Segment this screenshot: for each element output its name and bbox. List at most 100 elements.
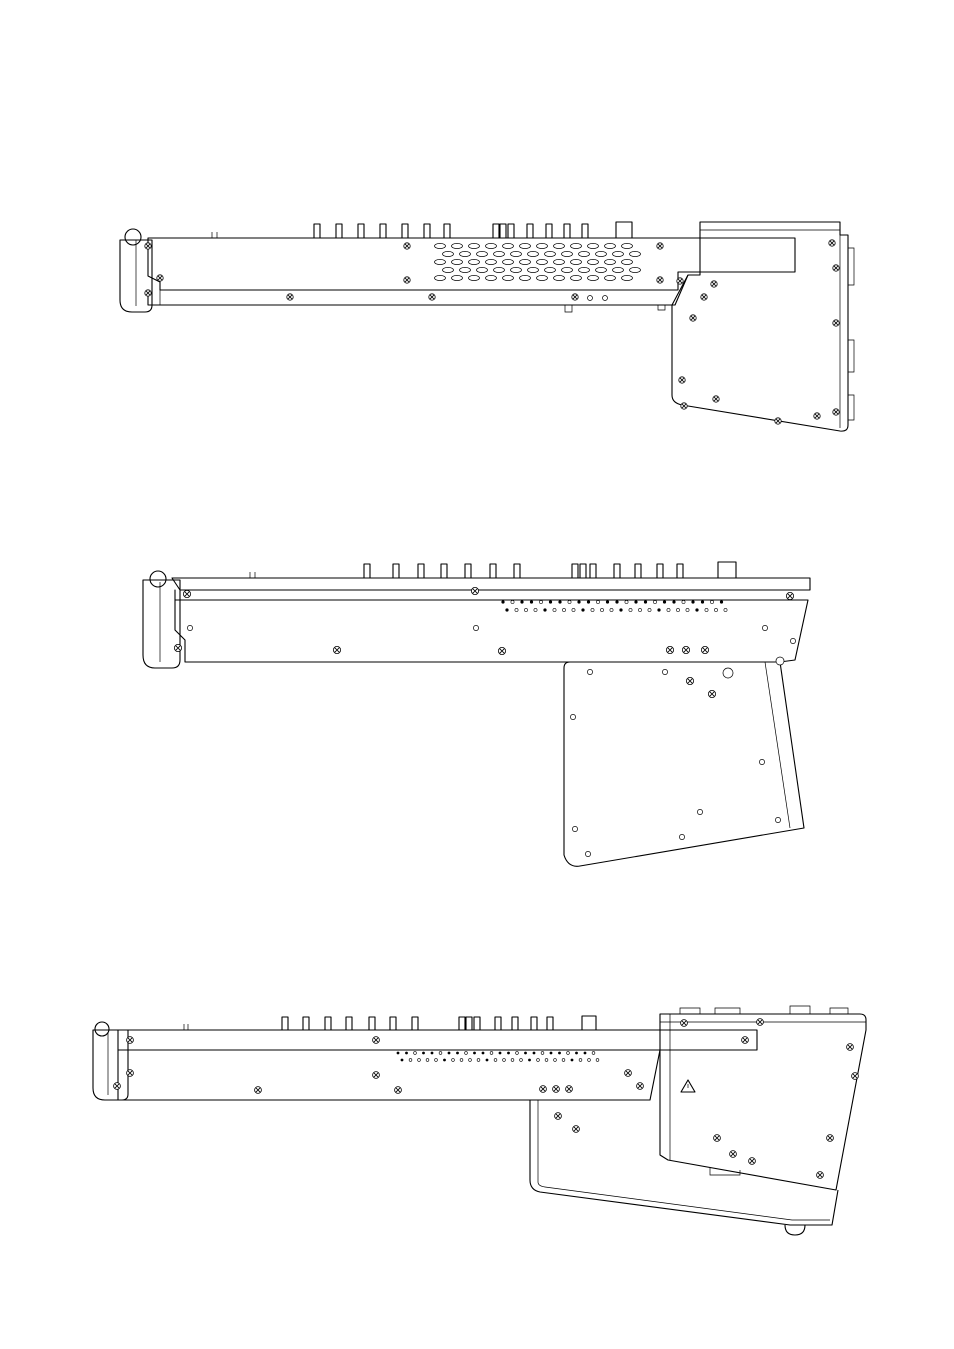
vent-slot [545, 251, 556, 256]
screw-icon [701, 646, 708, 653]
vent-slot [630, 251, 641, 256]
knob-shaft [590, 564, 596, 578]
vent-slot [613, 267, 624, 272]
screw-icon [833, 265, 839, 271]
vent-slot [520, 259, 531, 264]
knob-shaft [512, 1017, 518, 1030]
mount-hole [662, 669, 667, 674]
knob-shaft [346, 1017, 352, 1030]
vent-slot [596, 267, 607, 272]
mount-hole [585, 851, 590, 856]
vent-slot [613, 251, 624, 256]
knob-shaft [380, 224, 386, 238]
vent-slot [562, 267, 573, 272]
vent-dot [524, 608, 527, 611]
v3-foot [785, 1225, 805, 1235]
vent-dot [422, 1052, 425, 1055]
vent-dot [439, 1052, 442, 1055]
vent-slot [477, 251, 488, 256]
knob-shaft [325, 1017, 331, 1030]
v1-rear-panel [672, 222, 848, 431]
vent-slot [452, 275, 463, 280]
screw-icon [145, 243, 151, 249]
vent-slot [622, 275, 633, 280]
view-1-side-elevation [120, 222, 854, 431]
v1-feet [565, 305, 665, 312]
vent-dot [507, 1052, 510, 1055]
v2-foot [776, 657, 784, 665]
vent-dot [443, 1059, 446, 1062]
screw-icon [555, 1113, 562, 1120]
warning-triangle-icon [681, 1080, 695, 1092]
vent-slot [503, 275, 514, 280]
vent-dot [638, 608, 641, 611]
mount-hole [473, 625, 478, 630]
v3-tray-inner [538, 1100, 830, 1220]
knob-shaft [364, 564, 370, 578]
vent-dot [567, 1052, 570, 1055]
vent-slot [469, 243, 480, 248]
vent-dot [414, 1052, 417, 1055]
screw-icon [711, 281, 717, 287]
vent-dot [592, 1052, 595, 1055]
vent-dot [418, 1059, 421, 1062]
screw-icon [713, 396, 719, 402]
screw-icon [827, 1135, 834, 1142]
knob-shaft [418, 564, 424, 578]
knob-shaft [466, 1017, 472, 1030]
screw-icon [404, 243, 410, 249]
vent-dot [516, 1052, 519, 1055]
v1-hole [603, 296, 608, 301]
screw-icon [498, 647, 505, 654]
knob-shaft [493, 224, 499, 238]
vent-slot [537, 275, 548, 280]
knob-shaft [508, 224, 514, 238]
vent-slot [486, 243, 497, 248]
vent-dot [575, 1052, 578, 1055]
vent-dot [515, 608, 518, 611]
knob-shaft [635, 564, 641, 578]
vent-dot [405, 1052, 408, 1055]
v3-knob-row [282, 1016, 596, 1030]
vent-slot [520, 243, 531, 248]
vent-slot [435, 243, 446, 248]
vent-dot [511, 1059, 514, 1062]
vent-dot [634, 600, 637, 603]
vent-dot [648, 608, 651, 611]
vent-dot [596, 600, 599, 603]
v2-vent-dots [501, 600, 727, 611]
vent-dot [724, 608, 727, 611]
knob-shaft [657, 564, 663, 578]
vent-slot [469, 259, 480, 264]
v2-small-tab [250, 572, 255, 578]
screw-icon [775, 418, 781, 424]
knob-shaft [282, 1017, 288, 1030]
vent-slot [477, 267, 488, 272]
view-2-side-elevation [143, 562, 810, 866]
vent-dot [657, 608, 660, 611]
screw-icon [814, 413, 820, 419]
vent-slot [435, 259, 446, 264]
knob-shaft [412, 1017, 418, 1030]
v3-end-cap-knob [95, 1022, 109, 1036]
vent-dot [537, 1059, 540, 1062]
vent-dot [409, 1059, 412, 1062]
vent-dot [606, 600, 609, 603]
screw-icon [540, 1086, 547, 1093]
vent-dot [528, 1059, 531, 1062]
v3-top-panel [118, 1030, 757, 1050]
v1-vent-grille [435, 243, 641, 280]
vent-dot [571, 1059, 574, 1062]
vent-dot [520, 1059, 523, 1062]
screw-icon [127, 1070, 134, 1077]
screw-icon [681, 403, 687, 409]
vent-dot [562, 608, 565, 611]
vent-slot [460, 251, 471, 256]
mount-hole [790, 638, 795, 643]
vent-dot [714, 608, 717, 611]
v1-end-cap-knob [125, 229, 141, 245]
vent-slot [562, 251, 573, 256]
screw-icon [404, 277, 410, 283]
vent-dot [505, 608, 508, 611]
v2-top-panel [172, 578, 810, 590]
